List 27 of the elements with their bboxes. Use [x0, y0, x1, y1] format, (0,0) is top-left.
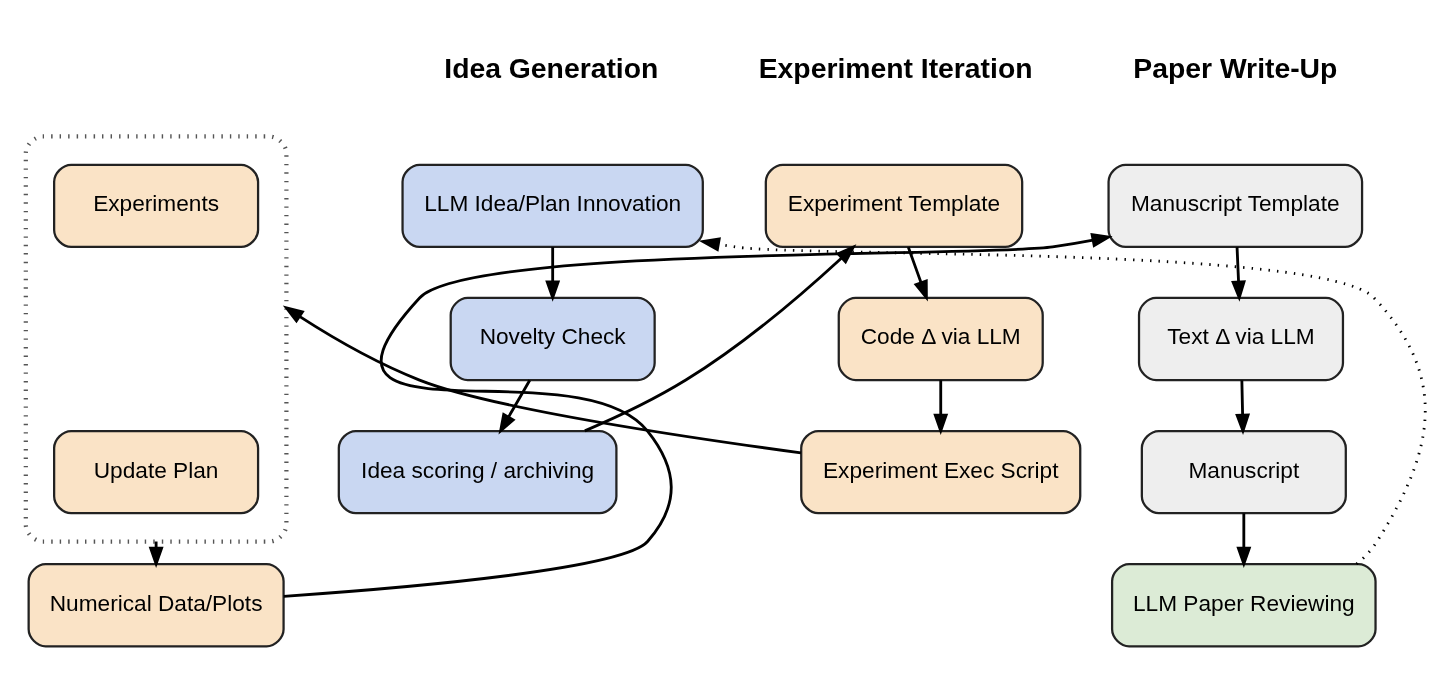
arrow — [283, 233, 1113, 598]
arrow — [1231, 247, 1246, 302]
node-box: LLM Idea/Plan Innovation — [401, 163, 704, 249]
node-box: Idea scoring / archiving — [337, 429, 618, 515]
node-box: Experiments — [53, 163, 260, 249]
cluster — [23, 134, 289, 544]
node-box: Code Δ via LLM — [837, 296, 1044, 382]
node-box: Numerical Data/Plots — [27, 563, 285, 648]
node-box: Text Δ via LLM — [1137, 296, 1345, 382]
node-box: Manuscript — [1140, 429, 1347, 515]
node-box: Novelty Check — [449, 296, 656, 382]
label: Paper Write-Up — [1133, 52, 1338, 85]
arrow — [498, 379, 531, 435]
arrow — [1235, 380, 1251, 435]
node-box: Experiment Exec Script — [800, 429, 1082, 515]
node-box: Update Plan — [53, 429, 260, 515]
label: Idea Generation — [444, 52, 659, 85]
arrow — [698, 237, 1427, 566]
arrow — [545, 247, 561, 302]
node-box: Manuscript Template — [1107, 163, 1364, 249]
arrow — [282, 305, 802, 455]
node-box: LLM Paper Reviewing — [1110, 563, 1377, 648]
arrow — [906, 246, 928, 302]
node-box: Experiment Template — [764, 163, 1024, 249]
arrow — [933, 380, 949, 435]
arrow — [1236, 513, 1252, 569]
label: Experiment Iteration — [758, 52, 1033, 85]
